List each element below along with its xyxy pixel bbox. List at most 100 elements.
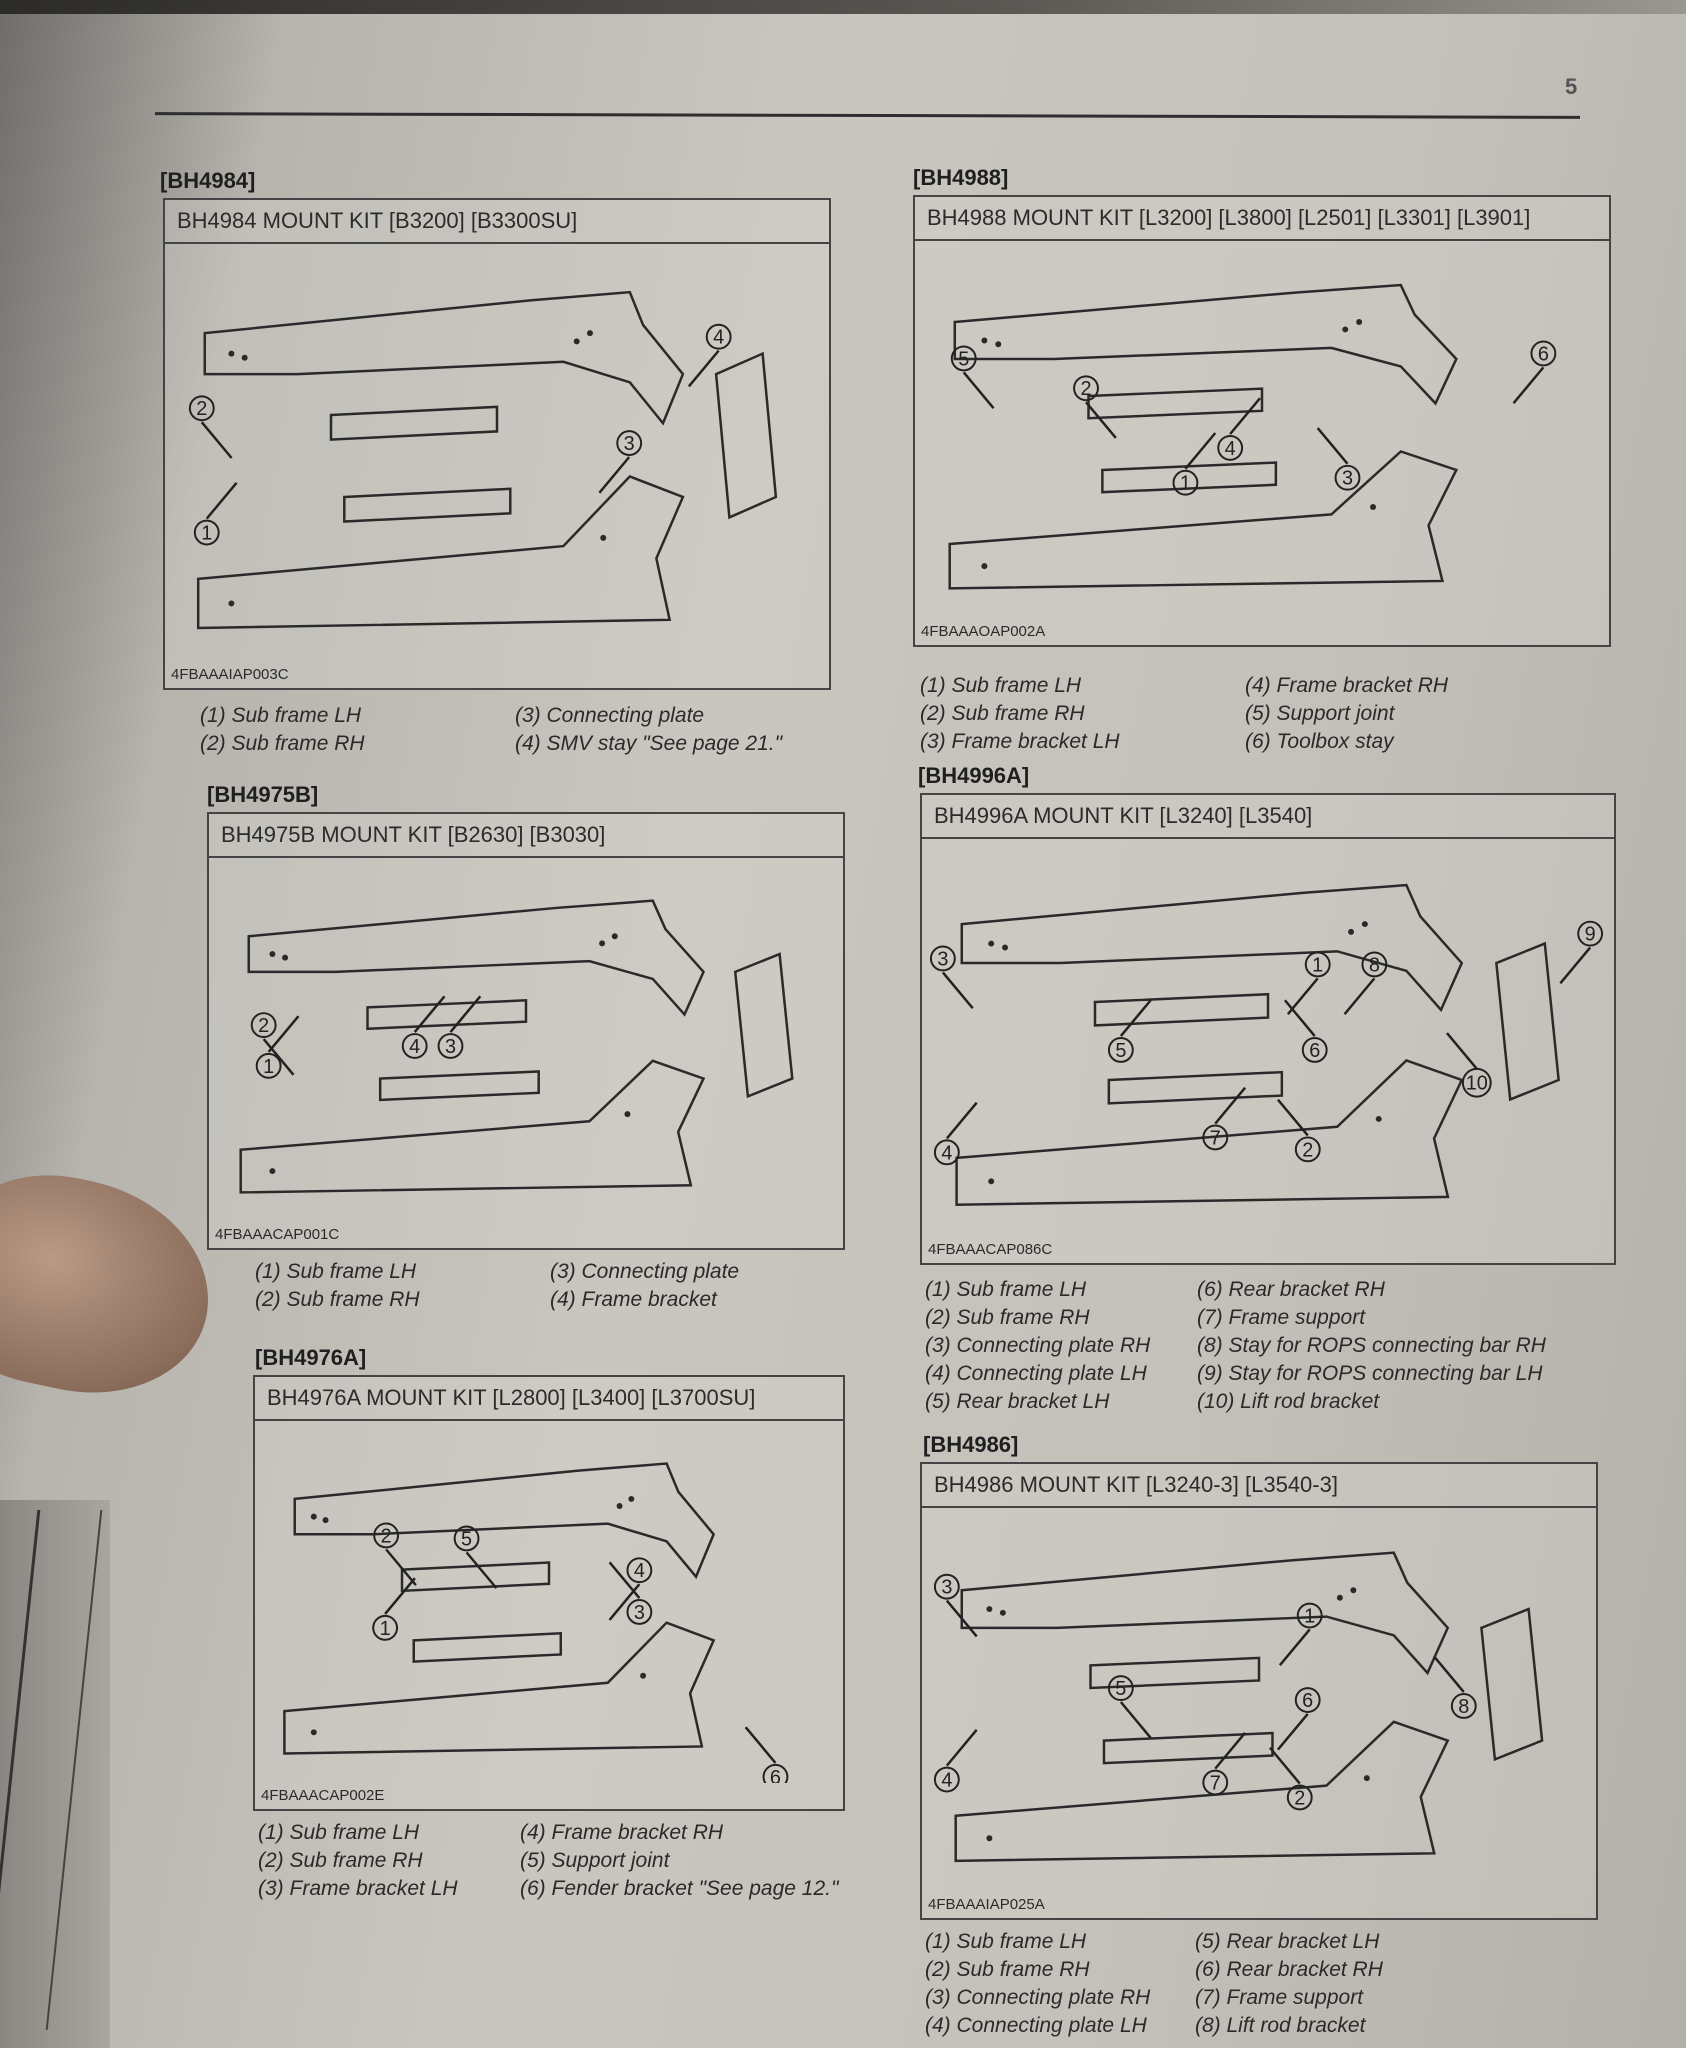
legend-item: (1) Sub frame LH (255, 1260, 417, 1283)
leader-arrow (385, 1548, 417, 1586)
figure-title: BH4996A MOUNT KIT [L3240] [L3540] (922, 795, 1614, 839)
legend-item: (2) Sub frame RH (925, 1958, 1090, 1981)
legend-item: (8) Lift rod bracket (1195, 2014, 1366, 2037)
frame-part-drawing (400, 1561, 551, 1593)
adjacent-page-drawing (0, 1510, 103, 2030)
svg-text:7: 7 (1210, 1772, 1221, 1794)
leader-arrow (687, 349, 720, 388)
figure-code: 4FBAAACAP086C (928, 1241, 1053, 1258)
callout-4: 4 (933, 1729, 978, 1793)
figure-code: 4FBAAACAP002E (261, 1787, 385, 1804)
svg-text:1: 1 (1312, 954, 1323, 976)
kit-label: [BH4996A] (918, 763, 1030, 788)
leader-arrow (1512, 366, 1545, 404)
callout-4: 4 (608, 1557, 653, 1621)
frame-part-drawing (343, 487, 512, 523)
legend-item: (2) Sub frame RH (920, 702, 1085, 725)
figure-code: 4FBAAAIAP025A (928, 1896, 1045, 1913)
svg-text:6: 6 (1309, 1040, 1320, 1062)
frame-part-drawing (953, 283, 1458, 406)
legend-item: (1) Sub frame LH (258, 1821, 420, 1844)
legend-column-left: (1) Sub frame LH(2) Sub frame RH (255, 1258, 550, 1314)
svg-text:4: 4 (713, 327, 724, 349)
leader-arrow (449, 995, 482, 1033)
legend-item: (2) Sub frame RH (258, 1849, 423, 1872)
svg-text:4: 4 (634, 1560, 645, 1582)
leader-arrow (1229, 397, 1261, 435)
leader-arrow (205, 482, 238, 520)
callout-7: 7 (1202, 1732, 1247, 1796)
leader-arrow (1119, 1701, 1152, 1739)
legend-item: (10) Lift rod bracket (1197, 1390, 1380, 1413)
leader-arrow (1276, 1098, 1309, 1137)
callout-6: 6 (744, 1726, 789, 1783)
frame-part-drawing (329, 405, 499, 441)
svg-text:9: 9 (1585, 924, 1596, 946)
legend-item: (2) Sub frame RH (200, 732, 365, 755)
svg-text:2: 2 (381, 1525, 392, 1547)
legend-item: (6) Fender bracket "See page 12." (520, 1877, 839, 1900)
frame-part-drawing (714, 351, 778, 520)
legend-item: (4) Connecting plate LH (925, 2014, 1147, 2037)
leader-arrow (598, 456, 631, 494)
frame-part-drawing (196, 475, 685, 630)
legend-column-left: (1) Sub frame LH(2) Sub frame RH(3) Fram… (920, 672, 1245, 756)
legend-item: (6) Toolbox stay (1245, 730, 1394, 753)
svg-text:3: 3 (624, 433, 635, 455)
callout-2: 2 (1268, 1746, 1313, 1811)
figure-title: BH4976A MOUNT KIT [L2800] [L3400] [L3700… (255, 1377, 843, 1421)
callout-6: 6 (1512, 340, 1557, 404)
legend-item: (7) Frame support (1195, 1986, 1364, 2009)
legend-item: (3) Connecting plate RH (925, 1986, 1151, 2009)
callout-5: 5 (1107, 1675, 1152, 1739)
legend-item: (4) Frame bracket RH (1245, 674, 1449, 697)
leader-arrow (413, 995, 446, 1033)
leader-arrow (1119, 999, 1152, 1037)
leader-arrow (1316, 427, 1349, 465)
callout-3: 3 (933, 1573, 978, 1638)
frame-part-drawing (366, 999, 528, 1031)
svg-text:1: 1 (201, 522, 212, 544)
frame-part-drawing (1102, 1731, 1274, 1765)
svg-text:1: 1 (380, 1618, 391, 1640)
leader-arrow (267, 1015, 300, 1053)
frame-part-drawing (1089, 1656, 1261, 1690)
callout-8: 8 (1433, 1655, 1477, 1719)
leader-arrow (200, 421, 233, 459)
svg-text:2: 2 (1302, 1139, 1313, 1161)
legend-item: (3) Frame bracket LH (258, 1877, 458, 1900)
legend-column-right: (6) Rear bracket RH(7) Frame support(8) … (1197, 1276, 1546, 1416)
frame-part-drawing (960, 1551, 1450, 1676)
frame-part-drawing (1087, 387, 1264, 420)
svg-text:4: 4 (1225, 438, 1236, 460)
callout-1: 1 (255, 1015, 300, 1079)
legend-item: (1) Sub frame LH (925, 1278, 1087, 1301)
frame-part-drawing (378, 1070, 540, 1102)
callout-9: 9 (1559, 920, 1604, 985)
frame-part-drawing (412, 1631, 563, 1663)
svg-text:3: 3 (1342, 468, 1353, 490)
callout-1: 1 (1286, 951, 1331, 1015)
header-rule (154, 112, 1581, 119)
svg-text:8: 8 (1369, 954, 1380, 976)
page-number: 5 (1565, 74, 1578, 99)
callout-7: 7 (1202, 1086, 1247, 1151)
leader-arrow (1283, 999, 1316, 1037)
leader-arrow (941, 971, 974, 1009)
svg-text:2: 2 (1080, 378, 1091, 400)
svg-text:2: 2 (1294, 1787, 1305, 1809)
parts-legend: (1) Sub frame LH(2) Sub frame RH(3) Conn… (925, 1276, 1546, 1416)
leader-arrow (384, 1577, 416, 1615)
svg-text:6: 6 (770, 1767, 781, 1783)
callout-1: 1 (372, 1577, 416, 1641)
legend-item: (1) Sub frame LH (200, 704, 362, 727)
callout-2: 2 (373, 1522, 417, 1586)
legend-item: (1) Sub frame LH (920, 674, 1082, 697)
legend-item: (7) Frame support (1197, 1306, 1366, 1329)
callout-5: 5 (1107, 999, 1152, 1063)
figure-code: 4FBAAAOAP002A (921, 623, 1046, 640)
legend-column-right: (4) Frame bracket RH(5) Support joint(6)… (1245, 672, 1448, 756)
